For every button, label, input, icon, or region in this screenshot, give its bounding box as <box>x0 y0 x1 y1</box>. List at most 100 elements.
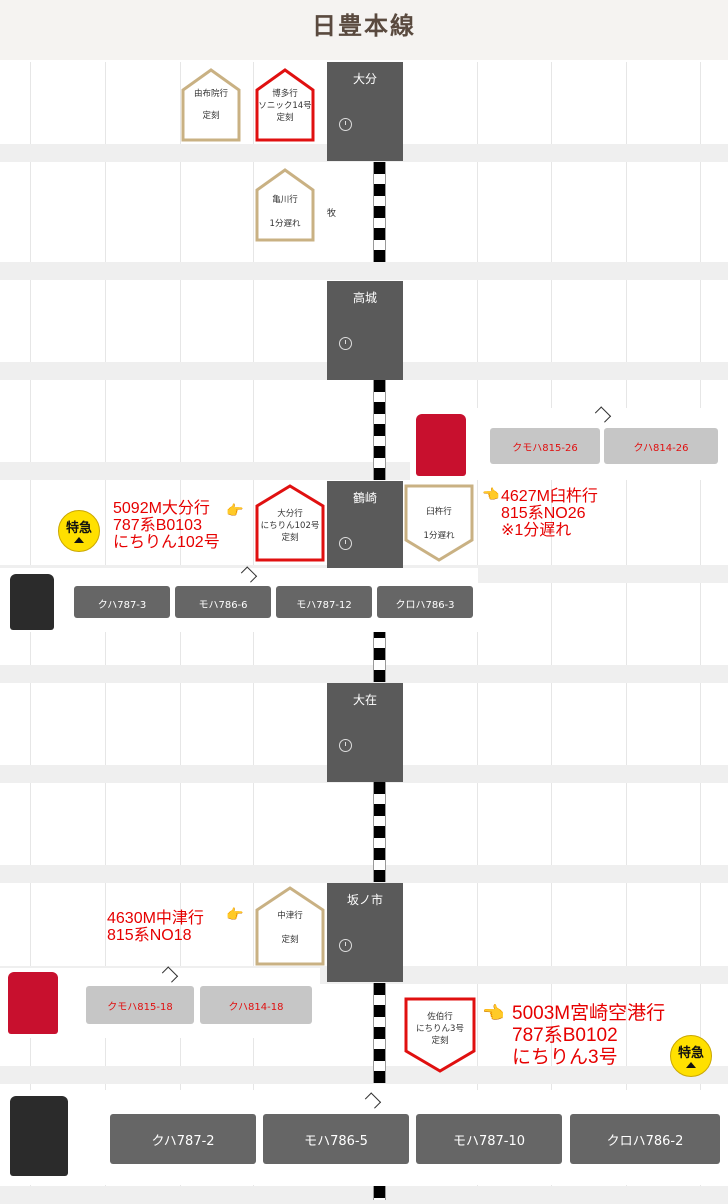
destination-sign-oita[interactable]: 大分行 にちりん102号 定刻 <box>255 484 325 562</box>
clock-icon <box>339 537 352 550</box>
sign-destination: 佐伯行 <box>427 1012 453 1022</box>
grid-line <box>626 62 627 1200</box>
train-787-b0102[interactable]: クハ787-2 モハ786-5 モハ787-10 クロハ786-2 <box>0 1090 728 1185</box>
clock-icon <box>339 739 352 752</box>
sign-destination: 博多行 <box>272 89 298 99</box>
limited-express-badge: 特急 <box>670 1035 712 1077</box>
sign-train-name: にちりん102号 <box>260 521 320 531</box>
sign-shape <box>255 168 315 242</box>
sign-status: 定刻 <box>202 111 220 121</box>
sign-shape <box>181 68 241 142</box>
sign-destination: 大分行 <box>277 509 303 519</box>
station-name: 坂ノ市 <box>346 893 383 907</box>
station-sakanoichi[interactable]: 坂ノ市 <box>327 883 403 982</box>
header-bar: 日豊本線 <box>0 0 728 60</box>
station-takajo[interactable]: 高城 <box>327 281 403 380</box>
row-band <box>0 262 728 280</box>
sign-destination: 亀川行 <box>272 195 298 205</box>
track-segment <box>373 380 386 480</box>
row-band <box>0 865 728 883</box>
clock-icon <box>339 939 352 952</box>
sign-destination: 臼杵行 <box>426 507 452 517</box>
row-band <box>0 1186 728 1204</box>
up-arrow-icon <box>74 537 84 543</box>
sign-status: 定刻 <box>281 533 299 543</box>
train-815-no18[interactable]: クモハ815-18 クハ814-18 <box>0 966 320 1038</box>
train-front-icon <box>10 574 54 630</box>
pointing-hand-icon: 👈 <box>482 487 500 503</box>
train-car: モハ786-6 <box>175 586 271 618</box>
train-car: クロハ786-3 <box>377 586 473 618</box>
train-car: クモハ815-18 <box>86 986 194 1024</box>
train-front-icon <box>8 972 58 1034</box>
pantograph-icon <box>364 1092 382 1109</box>
sign-shape <box>404 484 474 562</box>
train-front-icon <box>416 414 466 476</box>
train-car: クハ814-18 <box>200 986 312 1024</box>
sign-status: 1分遅れ <box>423 531 455 541</box>
station-name: 鶴崎 <box>352 491 377 505</box>
pointing-hand-icon: 👈 <box>482 1003 505 1024</box>
train-car: クモハ815-26 <box>490 428 600 464</box>
pointing-hand-icon: 👉 <box>226 503 244 519</box>
train-787-b0103[interactable]: クハ787-3 モハ786-6 モハ787-12 クロハ786-3 <box>0 566 478 632</box>
annotation-4627m: 4627M臼杵行 815系NO26 ※1分遅れ <box>501 488 598 539</box>
sign-train-name: にちりん3号 <box>416 1024 464 1034</box>
sign-shape <box>255 68 315 142</box>
sign-status: 定刻 <box>276 113 294 123</box>
train-815-no26[interactable]: クモハ815-26 クハ814-26 <box>410 406 728 480</box>
track-segment <box>373 162 386 262</box>
page-title: 日豊本線 <box>312 12 416 40</box>
side-label: 牧 <box>327 209 337 219</box>
badge-label: 特急 <box>65 521 92 536</box>
track-segment <box>373 1186 386 1200</box>
train-car: モハ787-12 <box>276 586 372 618</box>
sign-shape <box>404 997 476 1073</box>
pointing-hand-icon: 👉 <box>226 907 244 923</box>
grid-line <box>700 62 701 1200</box>
station-name: 大在 <box>352 693 377 707</box>
train-car: クハ814-26 <box>604 428 718 464</box>
destination-sign-saiki[interactable]: 佐伯行 にちりん3号 定刻 <box>404 997 476 1073</box>
row-band <box>0 1066 728 1084</box>
station-name: 大分 <box>352 72 377 86</box>
clock-icon <box>339 337 352 350</box>
limited-express-badge: 特急 <box>58 510 100 552</box>
destination-sign-hakata[interactable]: 博多行 ソニック14号 定刻 <box>255 68 315 142</box>
grid-line <box>551 62 552 1200</box>
track-segment <box>373 983 386 1083</box>
pantograph-icon <box>161 966 179 983</box>
station-oita[interactable]: 大分 <box>327 62 403 161</box>
train-car: モハ786-5 <box>263 1114 409 1164</box>
sign-destination: 中津行 <box>277 911 303 921</box>
train-car: モハ787-10 <box>416 1114 562 1164</box>
sign-status: 1分遅れ <box>269 219 301 229</box>
sign-status: 定刻 <box>431 1036 449 1046</box>
station-name: 高城 <box>352 291 377 305</box>
sign-shape <box>255 886 325 966</box>
destination-sign-usuki[interactable]: 臼杵行 1分遅れ <box>404 484 474 562</box>
station-ozai[interactable]: 大在 <box>327 683 403 782</box>
annotation-4630m: 4630M中津行 815系NO18 <box>107 910 204 944</box>
train-car: クハ787-3 <box>74 586 170 618</box>
up-arrow-icon <box>686 1062 696 1068</box>
sign-destination: 由布院行 <box>193 89 228 99</box>
sign-train-name: ソニック14号 <box>258 101 312 111</box>
destination-sign-yufuin[interactable]: 由布院行 定刻 <box>181 68 241 142</box>
annotation-5092m: 5092M大分行 787系B0103 にちりん102号 <box>113 500 220 551</box>
train-car: クロハ786-2 <box>570 1114 720 1164</box>
annotation-5003m: 5003M宮崎空港行 787系B0102 にちりん3号 <box>512 1003 666 1068</box>
station-tsurusaki[interactable]: 鶴崎 <box>327 481 403 580</box>
clock-icon <box>339 118 352 131</box>
sign-shape <box>255 484 325 562</box>
track-segment <box>373 782 386 882</box>
train-car: クハ787-2 <box>110 1114 256 1164</box>
destination-sign-kamegawa[interactable]: 亀川行 1分遅れ <box>255 168 315 242</box>
badge-label: 特急 <box>677 1046 704 1061</box>
row-band <box>0 665 728 683</box>
sign-status: 定刻 <box>281 935 299 945</box>
destination-sign-nakatsu[interactable]: 中津行 定刻 <box>255 886 325 966</box>
train-front-icon <box>10 1096 68 1176</box>
pantograph-icon <box>240 566 258 583</box>
pantograph-icon <box>594 406 612 423</box>
